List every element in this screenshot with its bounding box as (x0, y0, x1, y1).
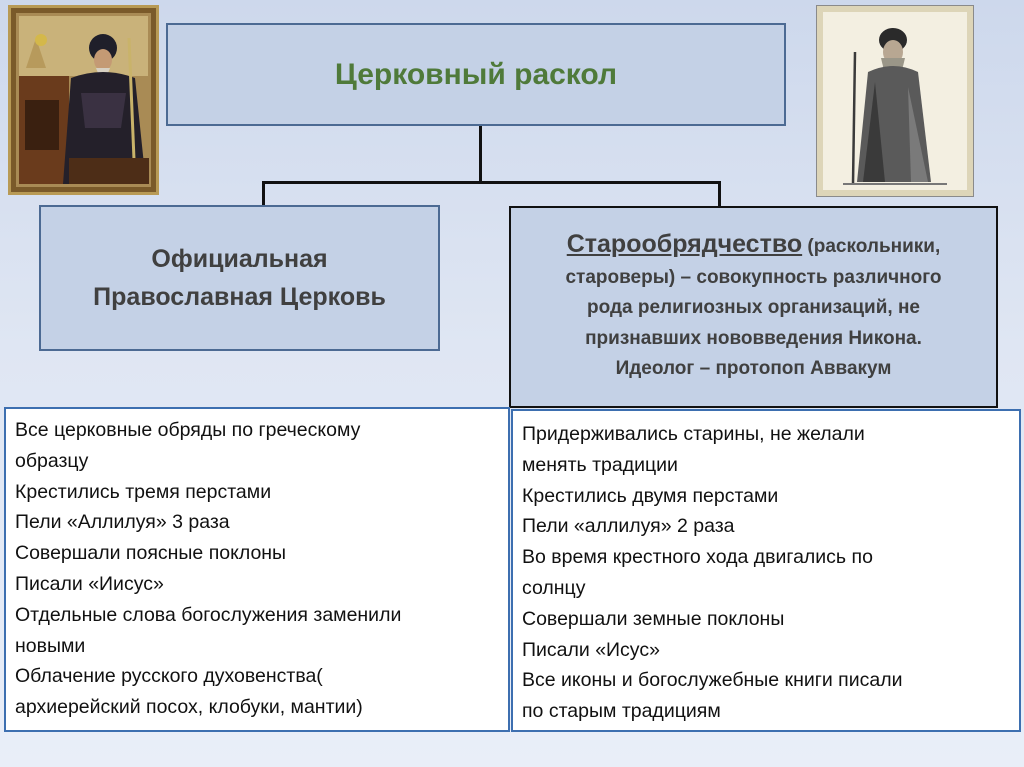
archpriest-avvakum-portrait (816, 5, 974, 197)
list-item: Во время крестного хода двигались по (522, 546, 873, 569)
list-item: Все иконы и богослужебные книги писали (522, 669, 903, 692)
connector-left-drop (262, 181, 265, 206)
old-believers-line4: признавших нововведения Никона. (585, 327, 922, 349)
old-believers-line2: староверы) – совокупность различного (565, 266, 942, 288)
list-item: Придерживались старины, не желали (522, 423, 865, 445)
list-item: Совершали земные поклоны (522, 607, 785, 630)
list-item: новыми (15, 634, 86, 657)
list-item: Крестились тремя перстами (15, 480, 272, 503)
list-item: архиерейский посох, клобуки, мантии) (15, 696, 363, 719)
list-item: Облачение русского духовенства( (15, 665, 323, 688)
list-item: по старым традициям (522, 700, 721, 723)
old-believers-features-list: Придерживались старины, не желали менять… (511, 409, 1021, 732)
official-church-line2: Православная Церковь (93, 283, 386, 311)
diagram-title: Церковный раскол (334, 57, 618, 91)
old-believers-heading: Старообрядчество (566, 230, 803, 259)
official-church-features-list: Все церковные обряды по греческому образ… (4, 407, 510, 732)
list-item: Пели «аллилуя» 2 раза (522, 515, 735, 538)
connector-right-drop (718, 181, 721, 207)
list-item: Пели «Аллилуя» 3 раза (15, 511, 230, 534)
old-believers-box: Старообрядчество (раскольники, староверы… (509, 206, 998, 408)
list-item: Совершали поясные поклоны (15, 542, 287, 565)
old-believers-line5: Идеолог – протопоп Аввакум (615, 358, 892, 380)
list-item: менять традиции (522, 453, 678, 476)
patriarch-nikon-portrait (8, 5, 159, 195)
connector-vertical-main (479, 126, 482, 182)
list-item: Крестились двумя перстами (522, 484, 779, 507)
list-item: Писали «Исус» (522, 638, 660, 661)
title-box: Церковный раскол (166, 23, 786, 126)
connector-horizontal (262, 181, 721, 184)
old-believers-line1-rest: (раскольники, (802, 236, 941, 258)
old-believers-line1: Старообрядчество (раскольники, (567, 229, 941, 263)
list-item: Писали «Иисус» (15, 572, 164, 595)
official-church-line1: Официальная (151, 245, 328, 273)
list-item: Отдельные слова богослужения заменили (15, 603, 402, 626)
official-church-box: Официальная Православная Церковь (39, 205, 440, 351)
list-item: образцу (15, 449, 89, 472)
official-church-label: Официальная Православная Церковь (93, 240, 386, 316)
old-believers-line3: рода религиозных организаций, не (587, 297, 920, 319)
list-item: солнцу (522, 576, 586, 599)
list-item: Все церковные обряды по греческому (15, 419, 361, 441)
